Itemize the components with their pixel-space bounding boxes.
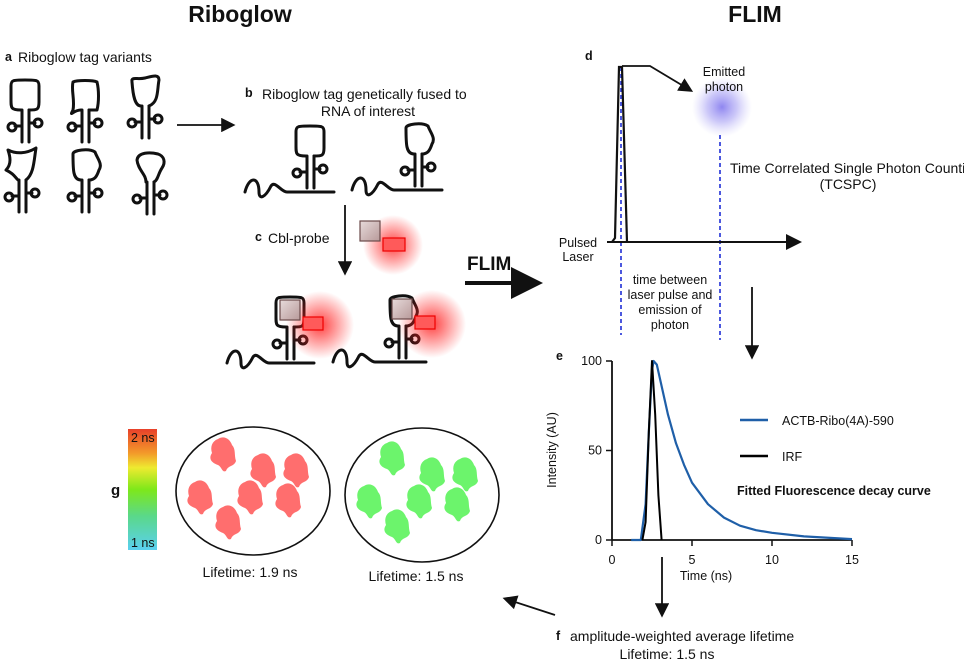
y-axis-label: Intensity (AU) (545, 412, 559, 488)
riboglow-tag-icon (131, 151, 169, 216)
y-tick-label: 0 (595, 533, 602, 547)
panel-a-letter: a (5, 50, 13, 64)
lifetime-color-scale (128, 429, 157, 550)
interval-line2: laser pulse and (628, 288, 713, 302)
riboglow-tag-icon (126, 74, 164, 140)
panel-f-value: Lifetime: 1.5 ns (620, 646, 715, 660)
cell-blob (356, 484, 382, 519)
panel-c-letter: c (255, 230, 262, 244)
scale-bottom-label: 1 ns (131, 536, 155, 550)
rna-strand (243, 178, 336, 199)
x-axis-label: Time (ns) (680, 569, 732, 583)
legend-label-irf: IRF (782, 450, 803, 464)
interval-line4: photon (651, 318, 689, 332)
rna-strand (331, 348, 428, 369)
x-tick-label: 5 (689, 553, 696, 567)
cell-1 (175, 426, 331, 556)
rna-strand (225, 349, 316, 370)
cbl-probe (359, 215, 423, 275)
rna-constructs (243, 122, 444, 199)
laser-pulse (611, 65, 629, 243)
scale-top-label: 2 ns (131, 431, 155, 445)
tag-variants (3, 74, 169, 216)
interval-line3: emission of (638, 303, 702, 317)
riboglow-tag-icon (66, 148, 104, 214)
series-line-irf (641, 360, 663, 541)
series-line-actb (631, 359, 853, 542)
tcspc-line2: (TCSPC) (820, 176, 877, 192)
cell-blob (237, 480, 263, 515)
emitted-line2: photon (705, 80, 743, 94)
cell-blob (215, 505, 241, 540)
interval-line1: time between (633, 273, 707, 287)
panel-b-line2: RNA of interest (321, 103, 415, 119)
panel-e-letter: e (556, 349, 563, 363)
x-tick-label: 15 (845, 553, 859, 567)
fluorophore-box (414, 315, 436, 330)
cell-blob (419, 457, 445, 492)
x-tick-label: 0 (609, 553, 616, 567)
cell-blob (275, 483, 301, 518)
panel-b-line1: Riboglow tag genetically fused to (262, 86, 467, 102)
arrow-to-photon (622, 65, 694, 92)
fluorophore-box (302, 316, 324, 331)
cell-blob (283, 453, 309, 488)
cell-blob (379, 441, 405, 476)
arrow-f-to-g (502, 595, 556, 616)
tcspc-line1: Time Correlated Single Photon Counting (730, 160, 964, 176)
riboglow-tag-icon (6, 78, 44, 144)
pulsed-line1: Pulsed (559, 236, 597, 250)
cell-1-lifetime: Lifetime: 1.9 ns (203, 564, 298, 580)
panel-c-label: Cbl-probe (268, 230, 330, 246)
flim-arrow-label: FLIM (467, 254, 511, 275)
panel-b-letter: b (245, 86, 253, 100)
riboglow-tag-icon (3, 146, 41, 214)
legend-label-actb: ACTB-Ribo(4A)-590 (782, 414, 894, 428)
rna-probe-bound (225, 290, 466, 370)
x-tick-label: 10 (765, 553, 779, 567)
cell-blob (250, 453, 276, 488)
cell-blob (406, 484, 432, 519)
y-tick-label: 50 (588, 444, 602, 458)
riboglow-tag-icon (291, 124, 329, 190)
panel-d-letter: d (585, 49, 593, 63)
cbl-box (391, 298, 413, 320)
title-flim: FLIM (728, 1, 782, 27)
y-tick-label: 100 (581, 354, 602, 368)
riboglow-tag-icon (66, 79, 104, 144)
cell-2-lifetime: Lifetime: 1.5 ns (369, 568, 464, 584)
pulsed-line2: Laser (562, 250, 593, 264)
cell-blob (384, 509, 410, 544)
title-riboglow: Riboglow (188, 1, 292, 27)
panel-a-label: Riboglow tag variants (18, 49, 152, 65)
chart-title: Fitted Fluorescence decay curve (737, 484, 931, 498)
rna-strand (350, 176, 444, 197)
emitted-line1: Emitted (703, 65, 745, 79)
cell-2 (344, 427, 500, 563)
cell-blob (452, 457, 478, 492)
panel-f-letter: f (556, 629, 561, 643)
decay-chart: e Intensity (AU) Time (ns) Fitted Fluore… (545, 349, 931, 583)
cell-blob (187, 480, 213, 515)
riboglow-tag-icon (399, 122, 437, 188)
panel-f-label: amplitude-weighted average lifetime (570, 628, 794, 644)
cbl-box (279, 299, 301, 321)
panel-g-letter: g (111, 482, 120, 499)
cell-blob (444, 487, 470, 522)
emitted-photon (692, 77, 752, 137)
cell-blob (210, 437, 236, 472)
panel-d: d Emitted photon Pulsed Laser Time Corre… (559, 49, 964, 340)
